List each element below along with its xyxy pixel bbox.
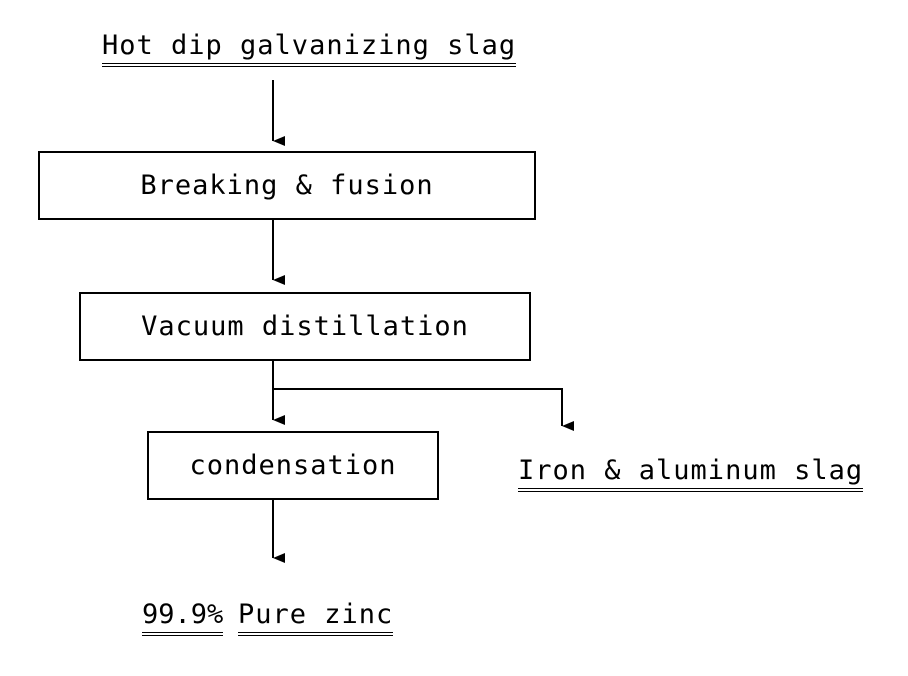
step-vacuum-distillation: Vacuum distillation	[79, 292, 531, 361]
step-label: Vacuum distillation	[141, 311, 469, 342]
arrow-distillation-to-slag	[273, 388, 574, 431]
step-condensation: condensation	[147, 431, 439, 500]
byproduct-label: Iron & aluminum slag	[518, 455, 864, 492]
step-breaking-fusion: Breaking & fusion	[38, 151, 536, 220]
step-label: Breaking & fusion	[140, 170, 434, 201]
step-label: condensation	[189, 450, 397, 481]
product-purity: 99.9%	[142, 599, 224, 636]
product-label: Pure zinc	[238, 599, 394, 636]
input-label: Hot dip galvanizing slag	[102, 30, 517, 67]
